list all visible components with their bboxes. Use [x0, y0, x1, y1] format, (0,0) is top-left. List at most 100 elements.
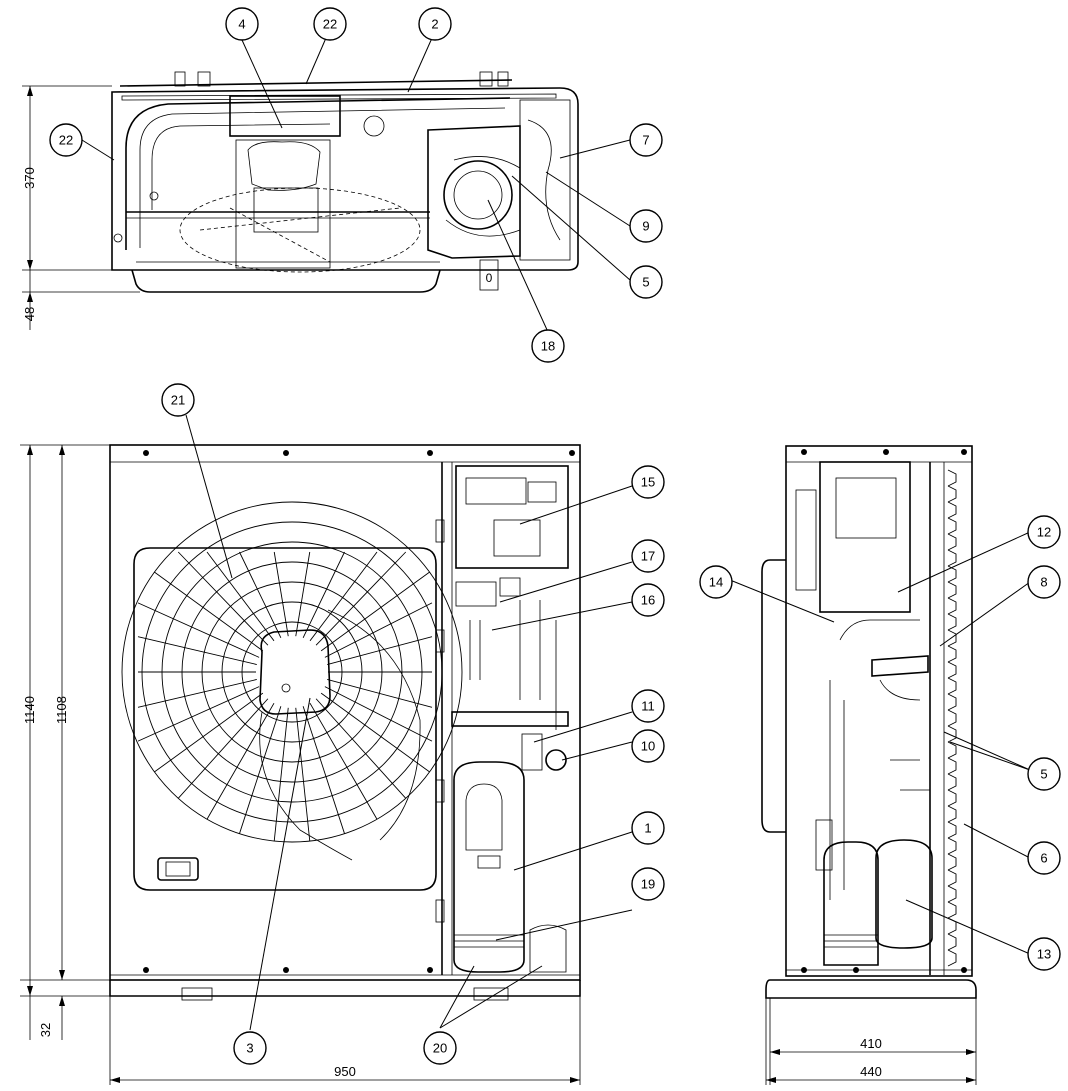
callout-22-top: 22: [313, 7, 347, 41]
grille-spoke: [239, 551, 282, 638]
grille-spoke: [309, 702, 378, 820]
svg-text:20: 20: [433, 1041, 447, 1056]
callout-19: 19: [631, 867, 665, 901]
dim-front-width: 950: [334, 1064, 356, 1079]
dimension-lines: 370 48 1140 1108 32 950 410 440: [20, 85, 977, 1085]
svg-text:16: 16: [641, 593, 655, 608]
coil-fin: [947, 853, 957, 871]
callout-18: 18: [531, 329, 565, 363]
callout-14: 14: [699, 565, 733, 599]
callout-10: 10: [631, 729, 665, 763]
callout-5-top: 5: [629, 265, 663, 299]
grille-spoke: [302, 551, 345, 638]
callout-4: 4: [225, 7, 259, 41]
callout-20: 20: [423, 1031, 457, 1065]
grille-spoke: [309, 551, 378, 642]
coil-fin: [947, 517, 957, 535]
grille-spoke: [327, 636, 433, 665]
grille-spoke: [177, 698, 269, 799]
coil-fin: [947, 789, 957, 807]
coil-fin: [947, 597, 957, 615]
callout-8: 8: [1027, 565, 1061, 599]
svg-text:5: 5: [1040, 767, 1047, 782]
callout-3: 3: [233, 1031, 267, 1065]
svg-text:18: 18: [541, 339, 555, 354]
svg-text:10: 10: [641, 739, 655, 754]
grille-spoke: [302, 706, 345, 834]
coil-fin: [947, 469, 957, 487]
svg-text:0: 0: [486, 271, 493, 285]
coil-fin: [947, 533, 957, 551]
callout-15: 15: [631, 465, 665, 499]
coil-fin: [947, 549, 957, 567]
grille-spoke: [137, 679, 257, 708]
dim-front-height-body: 1108: [54, 696, 69, 724]
svg-text:1: 1: [644, 821, 651, 836]
svg-text:2: 2: [431, 17, 438, 32]
dim-front-height-total: 1140: [22, 696, 37, 724]
svg-text:12: 12: [1037, 525, 1051, 540]
coil-fin: [947, 677, 957, 695]
grille-spoke: [315, 551, 407, 646]
svg-text:3: 3: [246, 1041, 253, 1056]
callouts: 4 22 2 22 7 9 5 18 21 15 17 16 11 10 1 1…: [49, 7, 1061, 1065]
svg-text:22: 22: [323, 17, 337, 32]
coil-fin: [947, 645, 957, 663]
grille-spoke: [320, 692, 430, 773]
coil-fin: [947, 725, 957, 743]
side-view: [761, 445, 977, 999]
svg-text:17: 17: [641, 549, 655, 564]
coil-fin: [947, 837, 957, 855]
coil-fin: [947, 901, 957, 919]
callout-11: 11: [631, 689, 665, 723]
front-view: [109, 444, 581, 1001]
svg-text:15: 15: [641, 475, 655, 490]
svg-text:8: 8: [1040, 575, 1047, 590]
svg-text:6: 6: [1040, 851, 1047, 866]
callout-2: 2: [418, 7, 452, 41]
grille-spoke: [327, 679, 433, 708]
dim-top-depth: 370: [22, 167, 37, 189]
svg-text:14: 14: [709, 575, 723, 590]
coil-fin: [947, 821, 957, 839]
coil-fin: [947, 661, 957, 679]
grille-spoke: [273, 551, 289, 637]
callout-6: 6: [1027, 841, 1061, 875]
leader-lines: [81, 37, 1031, 1031]
callout-17: 17: [631, 539, 665, 573]
grille-ring: [121, 501, 463, 843]
coil-fin: [947, 709, 957, 727]
dim-side-inner-width: 410: [860, 1036, 882, 1051]
svg-text:11: 11: [641, 699, 655, 714]
grille-spoke: [273, 707, 289, 842]
coil-fin: [947, 933, 957, 951]
dim-top-foot: 48: [22, 307, 37, 321]
coil-fin: [947, 741, 957, 759]
grille-spoke: [137, 602, 260, 658]
dim-side-outer-width: 440: [860, 1064, 882, 1079]
coil-fin: [947, 757, 957, 775]
coil-fin: [947, 869, 957, 887]
grille-spoke: [137, 686, 260, 742]
grille-spoke: [206, 702, 275, 820]
callout-5-side: 5: [1027, 757, 1061, 791]
grille-spoke: [154, 571, 264, 652]
callout-7: 7: [629, 123, 663, 157]
coil-fin: [947, 693, 957, 711]
grille-spoke: [295, 707, 311, 842]
grille-spoke: [315, 698, 407, 799]
grille-spoke: [239, 706, 282, 834]
callout-13: 13: [1027, 937, 1061, 971]
callout-1: 1: [631, 811, 665, 845]
svg-text:22: 22: [59, 133, 73, 148]
coil-fin: [947, 501, 957, 519]
callout-21: 21: [161, 383, 195, 417]
svg-text:21: 21: [171, 393, 185, 408]
coil-fin: [947, 581, 957, 599]
coil-fin: [947, 485, 957, 503]
grille-spoke: [177, 551, 269, 646]
grille-spoke: [137, 636, 257, 665]
callout-12: 12: [1027, 515, 1061, 549]
coil-fin: [947, 805, 957, 823]
